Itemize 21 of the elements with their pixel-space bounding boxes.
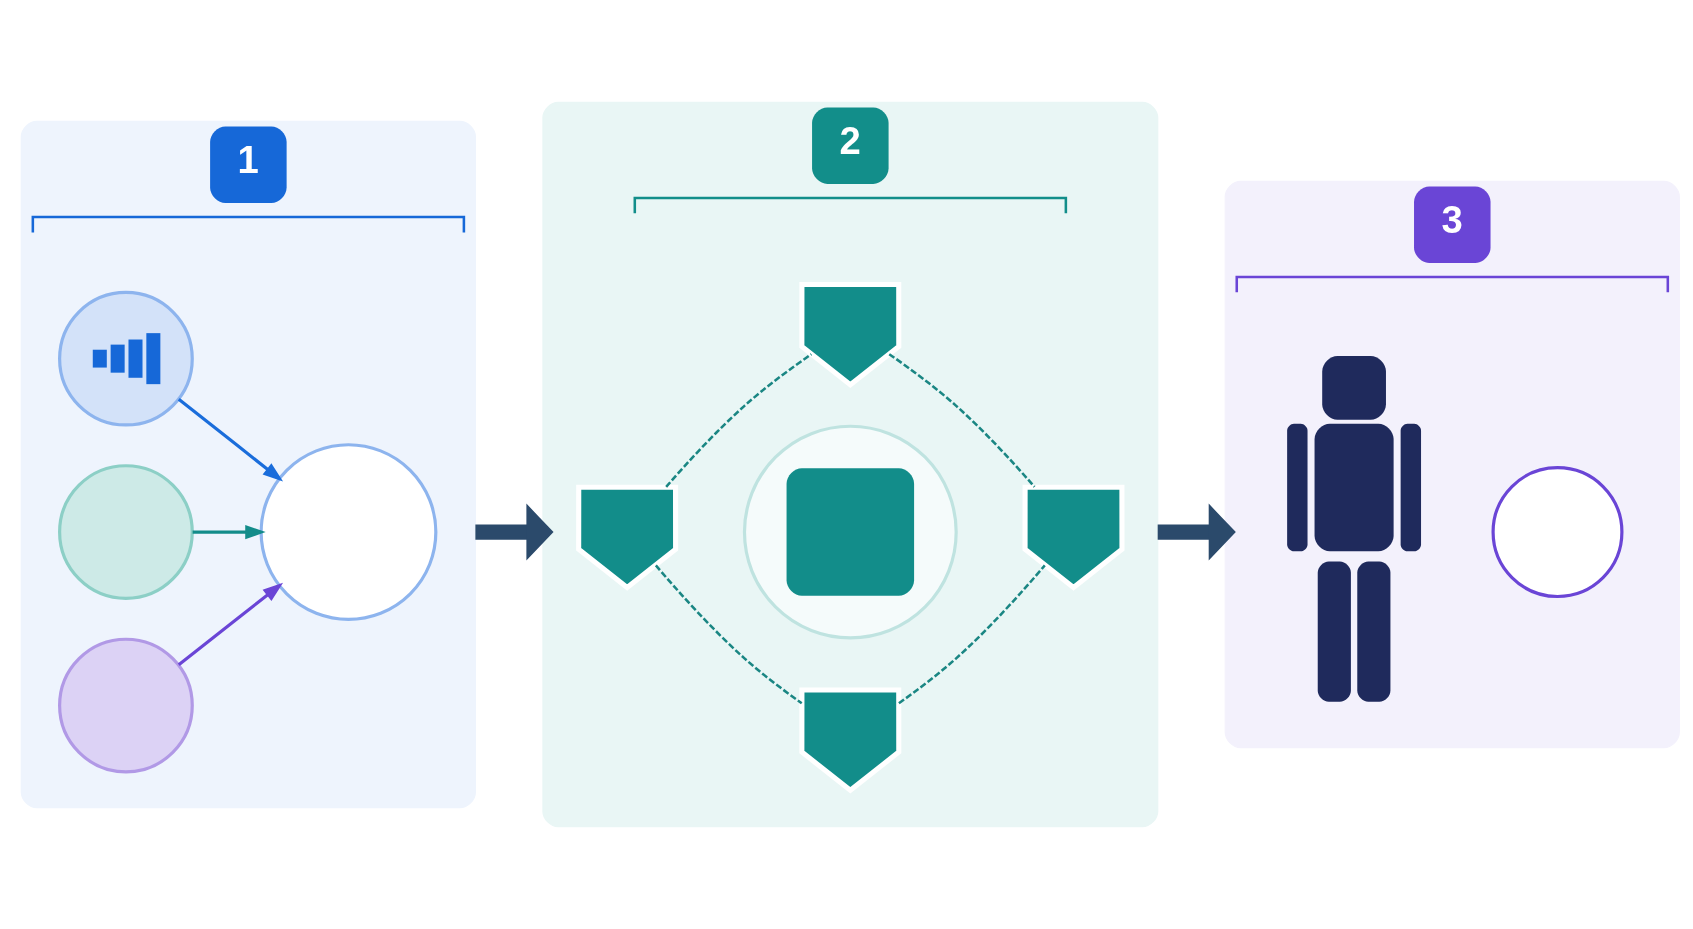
node-circle — [58, 464, 194, 600]
node-shield — [576, 484, 679, 591]
connector — [888, 353, 1036, 488]
node-circle — [58, 290, 194, 427]
node-circle — [58, 637, 194, 774]
node-shield — [1022, 484, 1125, 591]
connector — [898, 564, 1046, 705]
cluster: 3 — [1224, 180, 1680, 749]
node-shield — [799, 687, 902, 794]
arrow — [177, 582, 284, 667]
node-circle — [1491, 466, 1624, 599]
connector — [654, 564, 803, 705]
cluster: 1 — [20, 120, 476, 809]
node-shield — [799, 281, 902, 389]
arrow — [1157, 503, 1236, 561]
arrow — [177, 398, 284, 482]
node-circle — [742, 424, 958, 640]
arrow — [192, 524, 266, 540]
cluster: 2 — [542, 101, 1159, 828]
arrow — [475, 503, 554, 561]
connector — [665, 353, 813, 488]
